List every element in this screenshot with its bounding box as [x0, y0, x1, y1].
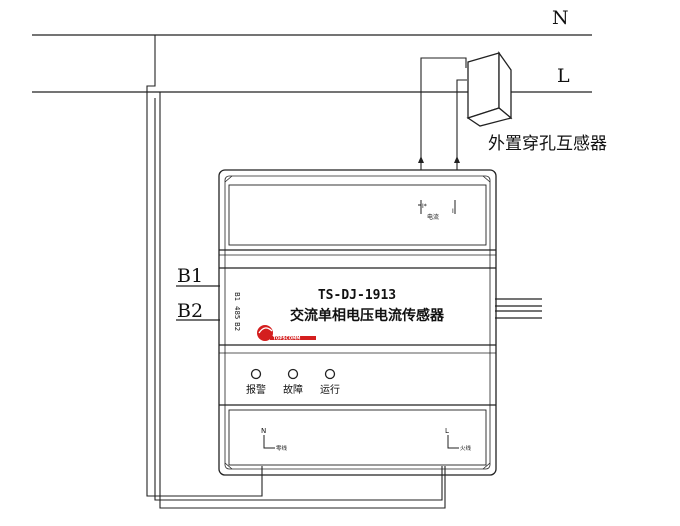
- bottom-l-sub-label: 火线: [460, 444, 472, 452]
- top-terminal-label: 电流: [427, 213, 439, 221]
- top-terminal-marks: [418, 200, 456, 214]
- b1-label: B1: [177, 265, 203, 287]
- device-name: 交流单相电压电流传感器: [290, 307, 445, 324]
- ct-wire-right: [456, 79, 467, 170]
- ct-transformer: [466, 50, 513, 127]
- ct-label: 外置穿孔互感器: [488, 134, 607, 154]
- supply-wires: [146, 35, 446, 509]
- bottom-terminal-marks: [263, 435, 459, 449]
- alarm-led-label: 报警: [246, 383, 266, 396]
- device-housing: [218, 169, 497, 476]
- live-drop-wire: [154, 98, 443, 501]
- ct-wire-left: [420, 57, 467, 170]
- neutral-line-label: N: [552, 7, 569, 29]
- terminal-b1-label: B1: [233, 292, 241, 301]
- live-line-label: L: [557, 65, 570, 87]
- bottom-n-sub-label: 零线: [276, 444, 288, 452]
- device-outline: [218, 169, 497, 476]
- terminal-rs485-label: 485: [233, 306, 241, 319]
- logo-text: TOPSCOMM: [273, 336, 300, 341]
- top-terminal-right-label: I: [452, 208, 454, 215]
- live-drop-wire-outline: [159, 92, 446, 509]
- neutral-drop-wire: [146, 35, 263, 497]
- bottom-l-label: L: [445, 427, 449, 435]
- alarm-led-icon: [250, 368, 262, 380]
- run-led-icon: [324, 368, 336, 380]
- ct-wires: [420, 57, 467, 170]
- top-terminal-left-label: I*: [422, 203, 427, 210]
- topscomm-logo: TOPSCOMM: [257, 325, 316, 341]
- top-terminal-block: [228, 184, 487, 246]
- device-model: TS-DJ-1913: [318, 288, 396, 303]
- terminal-b2-label: B2: [233, 322, 241, 331]
- fault-led-icon: [287, 368, 299, 380]
- bus-lines: [176, 285, 220, 321]
- bottom-terminal-block: [228, 409, 487, 466]
- bottom-n-label: N: [261, 427, 266, 435]
- indicator-leds: [250, 368, 336, 380]
- ct-arrows: [418, 156, 460, 163]
- rs485-terminal-labels: B1 485 B2: [233, 292, 241, 331]
- run-led-label: 运行: [320, 383, 340, 396]
- fault-led-label: 故障: [283, 383, 303, 396]
- b2-label: B2: [177, 300, 203, 322]
- right-output-lines: [495, 298, 542, 319]
